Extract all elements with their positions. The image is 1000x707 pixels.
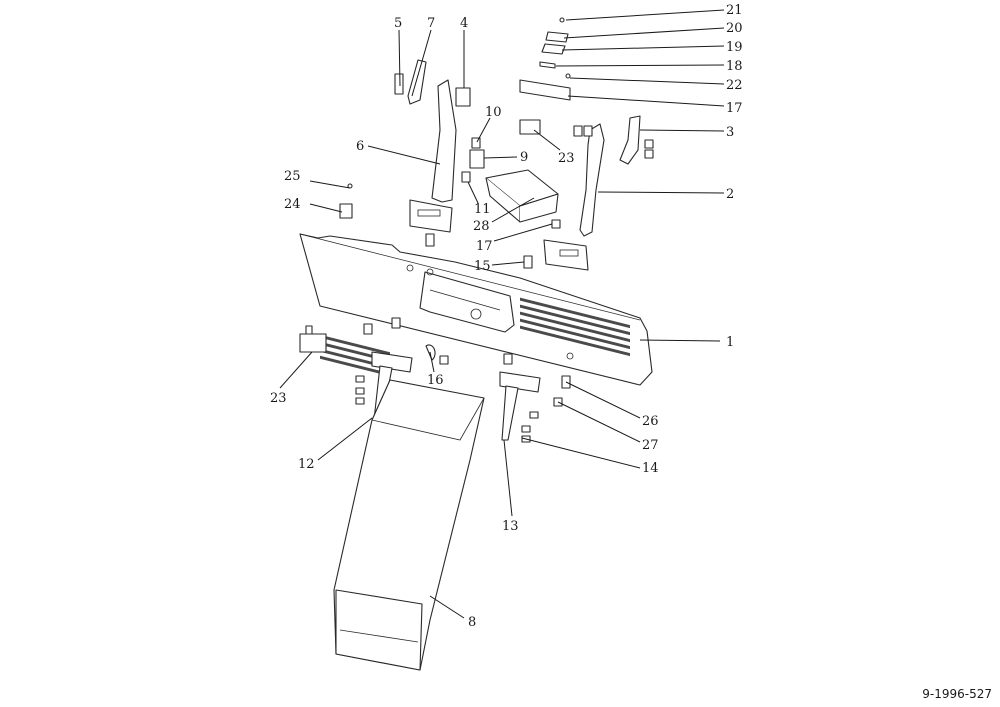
callout-17a: 17 <box>476 239 493 254</box>
part-clip <box>339 183 353 219</box>
callout-19: 19 <box>726 40 743 55</box>
callout-28: 28 <box>473 219 490 234</box>
callout-12: 12 <box>298 457 315 472</box>
part-bracket <box>461 137 485 183</box>
part-upper-hardware <box>394 59 471 107</box>
leader-lines <box>279 9 725 619</box>
callout-2: 2 <box>726 187 734 202</box>
callout-1: 1 <box>726 335 734 350</box>
callout-16: 16 <box>427 373 444 388</box>
callout-25: 25 <box>284 169 301 184</box>
part-latch <box>619 115 654 165</box>
callout-13: 13 <box>502 519 519 534</box>
part-cover <box>485 169 559 223</box>
part-top-plates <box>519 17 571 101</box>
callout-4: 4 <box>460 16 468 31</box>
callout-18: 18 <box>726 59 743 74</box>
callout-3: 3 <box>726 125 734 140</box>
callout-9: 9 <box>520 150 528 165</box>
callout-10: 10 <box>485 105 502 120</box>
callout-6: 6 <box>356 139 364 154</box>
callout-20: 20 <box>726 21 743 36</box>
callout-21: 21 <box>726 3 743 18</box>
part-right-upright <box>543 123 605 271</box>
callout-24: 24 <box>284 197 301 212</box>
callout-23b: 23 <box>270 391 287 406</box>
callout-7: 7 <box>427 16 435 31</box>
part-left-upright <box>409 79 457 233</box>
callout-27: 27 <box>642 438 659 453</box>
callout-14: 14 <box>642 461 659 476</box>
callout-23a: 23 <box>558 151 575 166</box>
callout-15: 15 <box>474 259 491 274</box>
part-panel <box>299 233 653 386</box>
part-chute <box>333 379 485 671</box>
callout-22: 22 <box>726 78 743 93</box>
callout-8: 8 <box>468 615 476 630</box>
callout-labels: 1 2 3 4 5 6 7 8 9 10 11 12 13 14 15 16 1… <box>270 3 743 630</box>
callout-5: 5 <box>394 16 402 31</box>
callout-26: 26 <box>642 414 659 429</box>
callout-17b: 17 <box>726 101 743 116</box>
callout-11: 11 <box>474 202 491 217</box>
drawing-number: 9-1996-527 <box>922 687 992 701</box>
